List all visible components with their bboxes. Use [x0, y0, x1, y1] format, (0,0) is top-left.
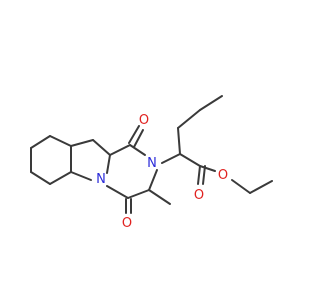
atom-label-nitrogen: N [147, 156, 157, 171]
carbonyl-bottom [125, 198, 132, 214]
bond [249, 180, 273, 194]
bond [202, 165, 206, 185]
bond [49, 135, 72, 147]
structure-diagram: O N N O O O [30, 95, 273, 231]
bond [231, 179, 251, 194]
bond [199, 165, 216, 172]
bond [148, 169, 158, 191]
bond [49, 171, 72, 185]
bond [128, 125, 140, 144]
atom-label-nitrogen: N [96, 172, 106, 187]
bond [109, 144, 131, 156]
pyrrolidine-ring [70, 139, 111, 181]
bond [127, 189, 150, 199]
atom-label-oxygen: O [218, 168, 228, 183]
bond [129, 144, 146, 156]
atom-label-oxygen: O [139, 113, 149, 128]
atom-label-oxygen: O [122, 216, 132, 231]
bond [199, 95, 223, 111]
bond [133, 129, 144, 148]
bond [92, 139, 111, 156]
bond [106, 154, 111, 174]
bond [177, 109, 201, 129]
bond [70, 171, 92, 181]
methyl-bond [148, 189, 171, 205]
atom-label-oxygen: O [194, 188, 204, 203]
cyclohexane-ring [30, 135, 72, 185]
bond [106, 185, 129, 199]
bond [197, 165, 201, 185]
bond [30, 135, 51, 149]
side-chain [161, 95, 273, 194]
bond [179, 153, 201, 167]
structure-canvas: O N N O O O [30, 95, 273, 231]
carbonyl-top [128, 125, 144, 148]
bond [70, 139, 94, 147]
bond [30, 171, 51, 185]
bond [177, 127, 181, 155]
piperazinedione-ring [106, 144, 158, 199]
bond [161, 153, 181, 164]
